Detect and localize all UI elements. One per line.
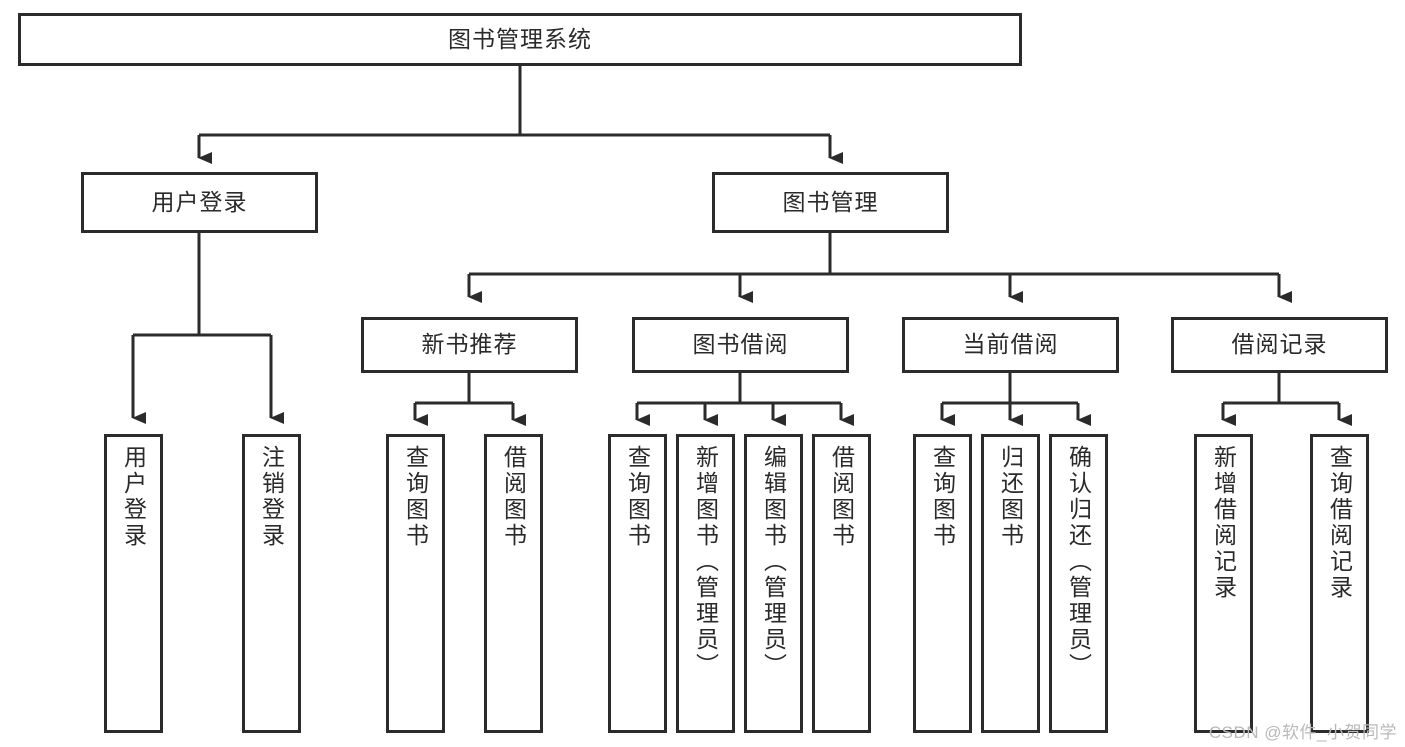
node-leaf-return-book[interactable]: 归还图书 (981, 434, 1040, 733)
node-current-borrow[interactable]: 当前借阅 (902, 317, 1119, 373)
node-label: 当前借阅 (962, 331, 1059, 358)
node-label: 借阅图书 (500, 445, 527, 549)
node-leaf-query-book-recommend[interactable]: 查询图书 (386, 434, 445, 733)
node-label: 注销登录 (258, 445, 285, 549)
node-leaf-edit-book-admin[interactable]: 编辑图书（管理员） (744, 434, 803, 733)
node-label: 新增图书（管理员） (692, 445, 719, 679)
node-root-book-management-system[interactable]: 图书管理系统 (18, 13, 1022, 66)
node-leaf-query-borrow-record[interactable]: 查询借阅记录 (1310, 434, 1369, 733)
watermark-text: CSDN @软件_小贺同学 (1208, 723, 1397, 742)
node-book-management[interactable]: 图书管理 (712, 172, 949, 233)
node-label: 查询图书 (929, 445, 956, 549)
node-leaf-user-logout[interactable]: 注销登录 (242, 434, 301, 733)
node-leaf-borrow-book-recommend[interactable]: 借阅图书 (484, 434, 543, 733)
node-book-borrow[interactable]: 图书借阅 (632, 317, 849, 373)
node-label: 借阅图书 (828, 445, 855, 549)
node-label: 用户登录 (120, 445, 147, 549)
node-user-login[interactable]: 用户登录 (81, 172, 318, 233)
node-label: 新增借阅记录 (1210, 445, 1237, 601)
node-label: 新书推荐 (421, 331, 518, 358)
node-leaf-query-book-current[interactable]: 查询图书 (913, 434, 972, 733)
node-label: 用户登录 (151, 188, 248, 215)
node-leaf-confirm-return-admin[interactable]: 确认归还（管理员） (1049, 434, 1108, 733)
node-label: 编辑图书（管理员） (760, 445, 787, 679)
node-label: 图书管理系统 (448, 25, 592, 52)
node-label: 借阅记录 (1231, 331, 1328, 358)
node-leaf-add-book-admin[interactable]: 新增图书（管理员） (676, 434, 735, 733)
node-label: 查询图书 (402, 445, 429, 549)
node-leaf-user-login[interactable]: 用户登录 (104, 434, 163, 733)
node-label: 确认归还（管理员） (1065, 445, 1092, 679)
node-leaf-borrow-book[interactable]: 借阅图书 (812, 434, 871, 733)
node-label: 查询借阅记录 (1326, 445, 1353, 601)
node-leaf-query-book-borrow[interactable]: 查询图书 (608, 434, 667, 733)
node-new-book-recommend[interactable]: 新书推荐 (361, 317, 578, 373)
node-label: 图书借阅 (692, 331, 789, 358)
node-label: 图书管理 (782, 188, 879, 215)
node-label: 查询图书 (624, 445, 651, 549)
node-borrow-record[interactable]: 借阅记录 (1171, 317, 1388, 373)
node-label: 归还图书 (997, 445, 1024, 549)
node-leaf-add-borrow-record[interactable]: 新增借阅记录 (1194, 434, 1253, 733)
